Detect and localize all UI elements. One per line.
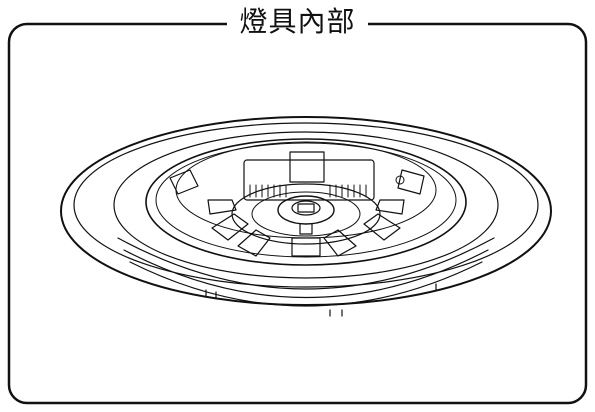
base-ring-2 — [123, 249, 489, 299]
right-clip — [397, 169, 425, 195]
center-post — [299, 223, 313, 235]
housing-inner — [155, 142, 457, 258]
radial-segments — [207, 199, 405, 257]
center-hub — [277, 195, 335, 225]
center-hub-core — [291, 200, 321, 216]
rear-block — [289, 151, 325, 183]
left-clip — [169, 169, 199, 195]
base-tab-center — [329, 309, 343, 317]
lamp-fixture — [60, 116, 552, 317]
rear-board-pins — [249, 184, 367, 198]
mid-ring — [113, 131, 499, 279]
center-connector — [297, 203, 315, 213]
diagram-title-wrap: 燈具內部 — [0, 2, 595, 42]
base-tab-left — [205, 289, 217, 299]
outer-rim — [60, 116, 552, 306]
housing-outer — [145, 138, 467, 266]
outer-rim-inner — [73, 122, 539, 288]
inner-ring-2 — [251, 191, 361, 237]
inner-ring-1 — [231, 183, 381, 245]
diagram-title: 燈具內部 — [227, 5, 368, 38]
base-ring-3 — [129, 261, 483, 307]
right-screw — [395, 175, 405, 185]
rear-board — [243, 159, 375, 201]
base-ring-1 — [117, 237, 495, 290]
